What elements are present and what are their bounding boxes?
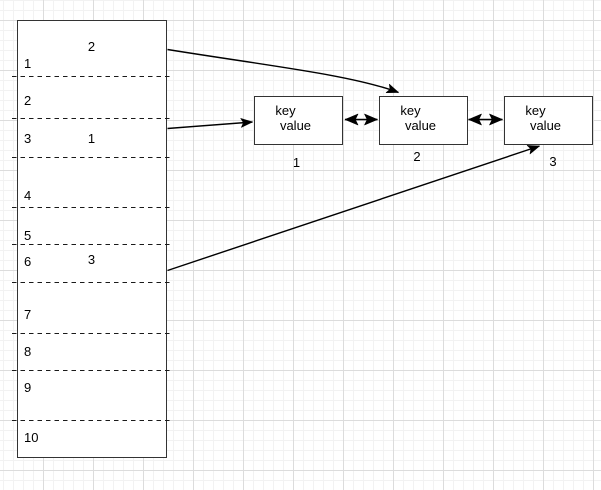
node-3[interactable]: key value <box>504 95 593 145</box>
slot-index-7: 7 <box>24 307 32 322</box>
node-2[interactable]: key value <box>379 95 468 145</box>
slot-6-value: 3 <box>87 252 96 267</box>
slot-1-value: 2 <box>87 39 96 54</box>
edge-slot6-to-node3[interactable] <box>167 145 540 272</box>
slot-index-2: 2 <box>24 93 32 108</box>
edge-slot1-to-node2[interactable] <box>167 48 399 94</box>
slot-index-9: 9 <box>24 380 32 395</box>
slot-divider-5[interactable] <box>12 244 172 246</box>
node-3-number: 3 <box>549 154 557 169</box>
slot-divider-7[interactable] <box>12 332 172 334</box>
slot-index-1: 1 <box>24 56 32 71</box>
slot-index-8: 8 <box>24 344 32 359</box>
slot-index-5: 5 <box>24 227 32 243</box>
node-3-key-label: key <box>525 102 546 118</box>
node-2-number: 2 <box>413 149 421 164</box>
bucket-array-box[interactable] <box>16 19 167 458</box>
slot-index-10: 10 <box>24 430 39 445</box>
node-2-value-label: value <box>404 118 437 133</box>
slot-3-value: 1 <box>87 131 96 146</box>
slot-divider-6[interactable] <box>12 282 172 284</box>
edge-slot3-to-node1[interactable] <box>167 118 253 130</box>
node-1[interactable]: key value <box>254 95 343 145</box>
slot-divider-4[interactable] <box>12 207 172 209</box>
slot-divider-1[interactable] <box>12 75 172 77</box>
slot-divider-3[interactable] <box>12 156 172 158</box>
slot-index-4: 4 <box>24 188 32 203</box>
node-1-key-label: key <box>275 102 296 118</box>
slot-index-6: 6 <box>24 254 32 269</box>
slot-divider-2[interactable] <box>12 118 172 120</box>
node-2-key-label: key <box>400 102 421 118</box>
slot-index-3: 3 <box>24 131 32 146</box>
node-3-value-label: value <box>529 118 562 133</box>
node-1-value-label: value <box>279 118 312 133</box>
slot-divider-9[interactable] <box>12 419 172 421</box>
slot-divider-8[interactable] <box>12 369 172 371</box>
node-1-number: 1 <box>292 155 301 170</box>
